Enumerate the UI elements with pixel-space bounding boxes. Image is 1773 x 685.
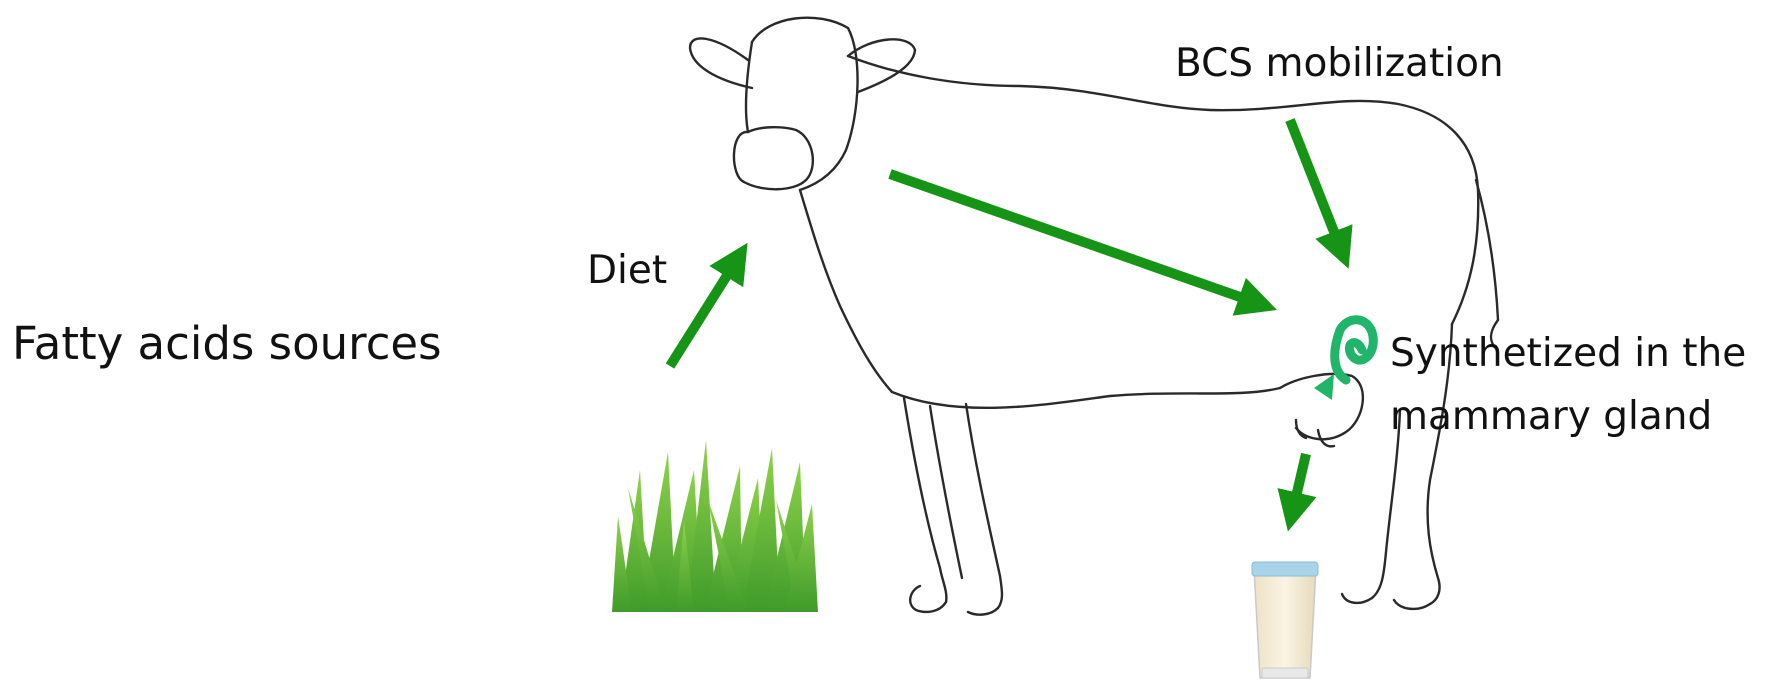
- bcs-arrow: [1290, 120, 1342, 252]
- grass-icon: [612, 440, 818, 612]
- bcs-mobilization-label: BCS mobilization: [1175, 42, 1504, 87]
- diet-label: Diet: [587, 249, 667, 294]
- diet-arrow: [670, 258, 738, 366]
- milk-arrow: [1292, 454, 1306, 514]
- synthesized-label: Synthetized in the mammary gland: [1390, 322, 1746, 448]
- milk-glass-icon: [1252, 562, 1318, 678]
- synthesized-label-line2: mammary gland: [1390, 385, 1746, 448]
- synthesized-label-line1: Synthetized in the: [1390, 322, 1746, 385]
- swirl-icon: [1314, 320, 1373, 400]
- diet-to-udder-arrow: [890, 174, 1260, 304]
- diagram-title: Fatty acids sources: [12, 318, 442, 370]
